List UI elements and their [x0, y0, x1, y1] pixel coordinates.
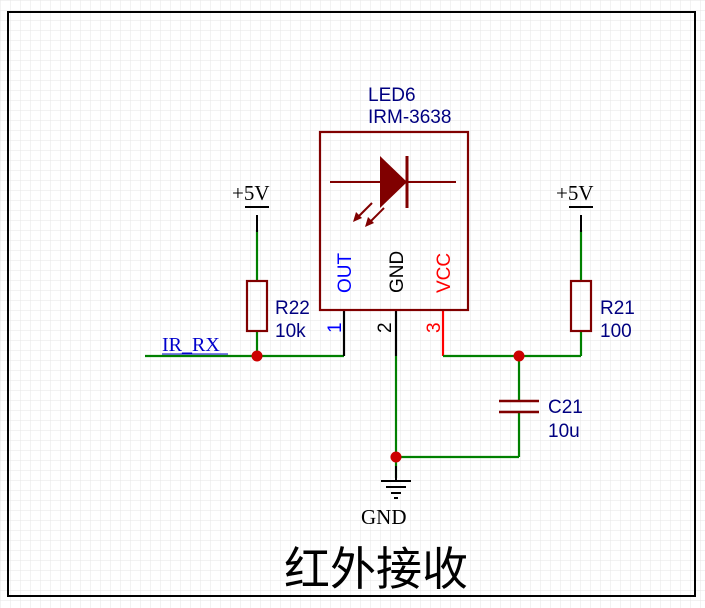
led-body	[318, 130, 470, 312]
junction-gnd	[390, 451, 402, 463]
power-right-label: +5V	[556, 181, 594, 205]
net-label-ir-rx: IR_RX	[162, 334, 220, 356]
diagram-title: 红外接收	[284, 542, 468, 596]
junction-r22	[251, 350, 263, 362]
power-symbol-right: +5V	[556, 181, 594, 232]
r21-designator: R21	[600, 298, 635, 319]
r21-body	[569, 279, 593, 333]
junction-vcc	[513, 350, 525, 362]
pin-1-number: 1	[325, 322, 346, 333]
power-symbol-left: +5V	[232, 181, 270, 232]
led-value: IRM-3638	[368, 107, 451, 128]
photodiode-icon	[330, 156, 456, 227]
ground-symbol	[381, 466, 411, 499]
pin-2-number: 2	[375, 322, 396, 333]
pin-vcc-name: VCC	[434, 253, 455, 293]
sheet-border	[7, 11, 696, 597]
r22-value: 10k	[275, 321, 306, 342]
c21-body	[499, 399, 539, 414]
c21-value: 10u	[548, 421, 580, 442]
ground-label: GND	[361, 505, 407, 529]
power-left-label: +5V	[232, 181, 270, 205]
r22-designator: R22	[275, 298, 310, 319]
r22-body	[245, 279, 269, 333]
c21-designator: C21	[548, 397, 583, 418]
pin-3-number: 3	[424, 322, 445, 333]
led-designator: LED6	[368, 85, 416, 106]
pin-out-name: OUT	[335, 253, 356, 294]
r21-value: 100	[600, 321, 632, 342]
pin-gnd-name: GND	[387, 251, 408, 293]
junctions	[251, 350, 525, 463]
